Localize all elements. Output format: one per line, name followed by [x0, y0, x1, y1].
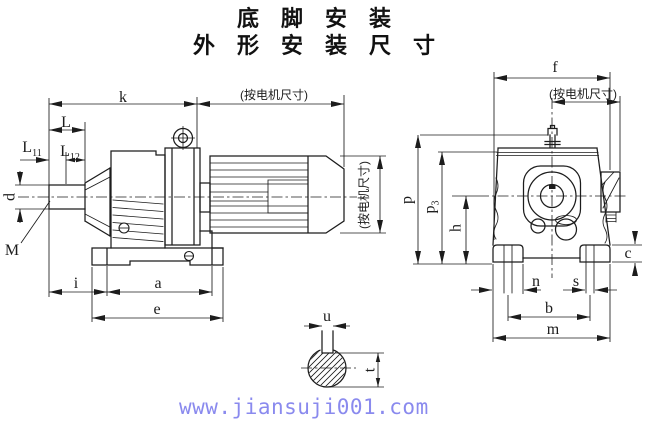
- bearing-boss-contour: [522, 165, 582, 227]
- dim-label-t: t: [362, 367, 379, 372]
- dim-label-L11: L11: [22, 139, 41, 159]
- breather-vent-plug: [544, 124, 561, 148]
- shaft-hole: [539, 183, 565, 209]
- housing-cover-joint: [496, 152, 599, 156]
- oil-plug-large: [554, 218, 578, 241]
- dim-label-L: L: [61, 114, 71, 131]
- keyway-mark: [549, 185, 556, 189]
- dim-label-d: d: [2, 193, 19, 201]
- side-view: k (按电机尺寸) L L11 L12 d M (按电机尺寸) i a e: [2, 88, 386, 322]
- end-housing-outline: [492, 147, 611, 246]
- leader-M-thread: [20, 200, 51, 244]
- end-extension-lines: [413, 72, 642, 342]
- motor-flange: [164, 147, 201, 246]
- dim-label-e: e: [153, 301, 160, 318]
- drawing-title: 底脚安装 外形安装尺寸: [0, 5, 650, 59]
- dim-label-a: a: [154, 275, 161, 292]
- shaft-cross-section: u t: [301, 308, 384, 388]
- dim-label-M: M: [5, 242, 19, 259]
- section-hatching: [308, 349, 346, 387]
- keyway-cutout-top: [320, 345, 334, 353]
- mounting-base: [91, 247, 224, 266]
- dim-label-L12: L12: [60, 143, 80, 163]
- motor-length-note: (按电机尺寸): [240, 88, 308, 102]
- coupling-housing: [199, 182, 211, 213]
- foot-bolt-holes: [503, 244, 595, 294]
- motor-cooling-fins: [209, 162, 309, 228]
- drawing-title-line2: 外形安装尺寸: [192, 33, 457, 58]
- oil-level-gauge-detail: [601, 171, 620, 223]
- eyebolt-crosshair: [171, 126, 195, 150]
- dim-label-k: k: [119, 89, 127, 106]
- dim-label-u: u: [323, 308, 331, 325]
- motor-body: [209, 155, 345, 234]
- motor-stator-box: [267, 179, 309, 214]
- oil-plug-small: [530, 218, 546, 234]
- output-shaft: [48, 184, 86, 210]
- drawing-title-line1: 底脚安装: [236, 6, 413, 31]
- watermark-text: www.jiansuji001.com: [179, 395, 429, 419]
- dim-label-m: m: [547, 321, 560, 338]
- dim-label-s: s: [573, 273, 579, 290]
- dim-label-c: c: [624, 245, 631, 262]
- dim-label-i: i: [74, 275, 79, 292]
- dim-label-p3: p3: [422, 201, 442, 214]
- bearing-cone: [84, 167, 111, 237]
- plug-boss-contour: [555, 215, 577, 225]
- bearing-cone-lines: [84, 176, 111, 228]
- dim-label-n: n: [532, 273, 540, 290]
- end-view: f (按电机尺寸) p p3 h c n s b m: [399, 59, 642, 342]
- keyway-slot: [321, 330, 334, 354]
- housing-ribs: [112, 199, 164, 242]
- dim-label-p: p: [399, 196, 416, 204]
- motor-height-note: (按电机尺寸): [357, 161, 371, 229]
- bearing-bore-circle: [527, 171, 577, 221]
- break-line-right: [602, 181, 608, 244]
- dim-label-b: b: [545, 300, 553, 317]
- dim-label-h: h: [448, 224, 465, 232]
- dim-label-f: f: [552, 59, 558, 76]
- right-foot: [579, 244, 611, 263]
- motor-width-note: (按电机尺寸): [549, 87, 617, 101]
- left-foot: [492, 244, 524, 263]
